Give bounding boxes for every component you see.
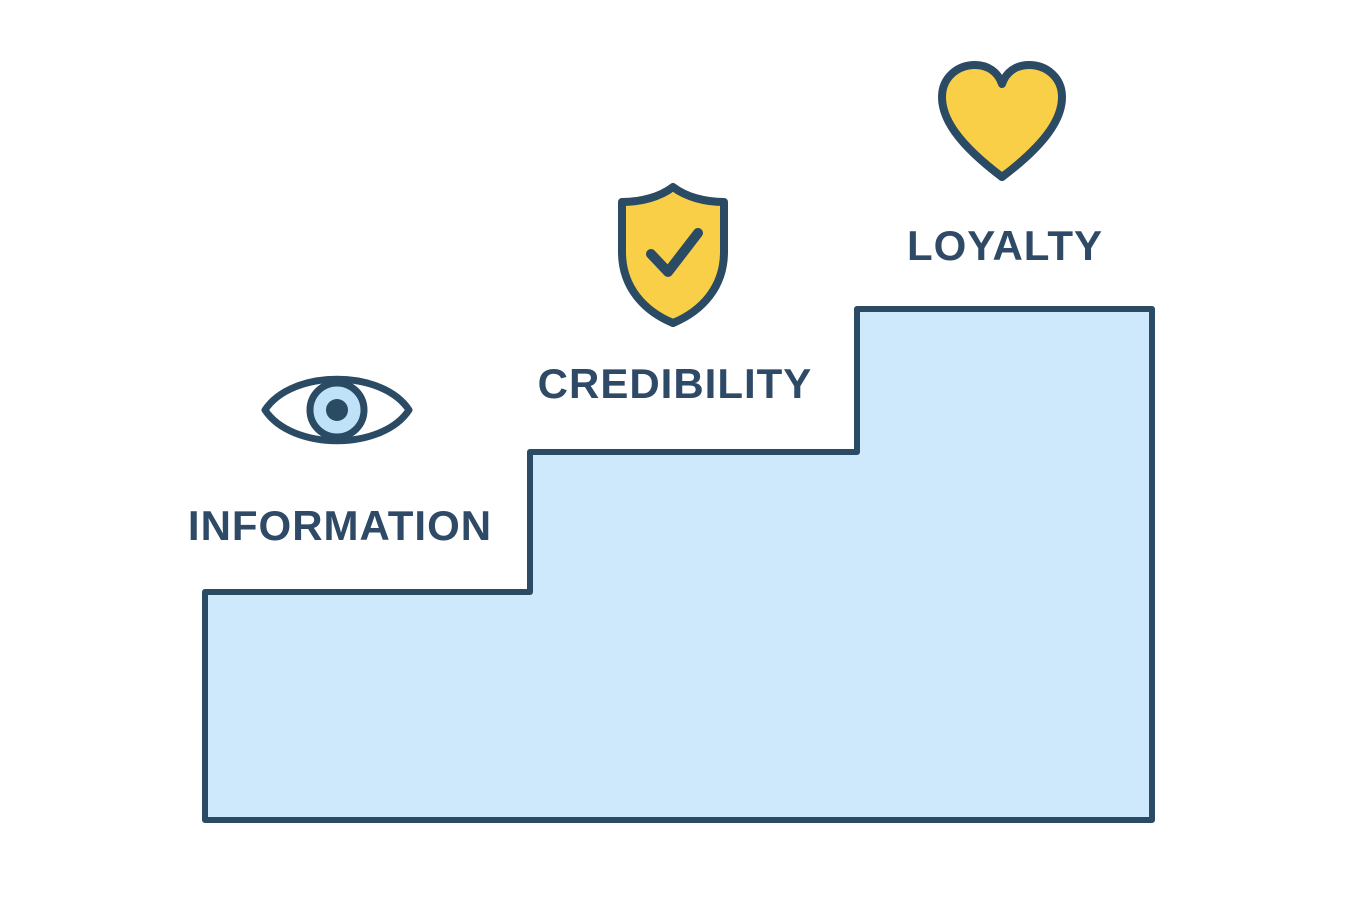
heart-icon xyxy=(932,55,1072,195)
shield-check-icon xyxy=(612,180,734,335)
step-label-loyalty: LOYALTY xyxy=(906,222,1104,269)
step-label-credibility: CREDIBILITY xyxy=(537,360,813,407)
step-label-information: INFORMATION xyxy=(187,502,493,549)
eye-icon xyxy=(257,355,417,470)
